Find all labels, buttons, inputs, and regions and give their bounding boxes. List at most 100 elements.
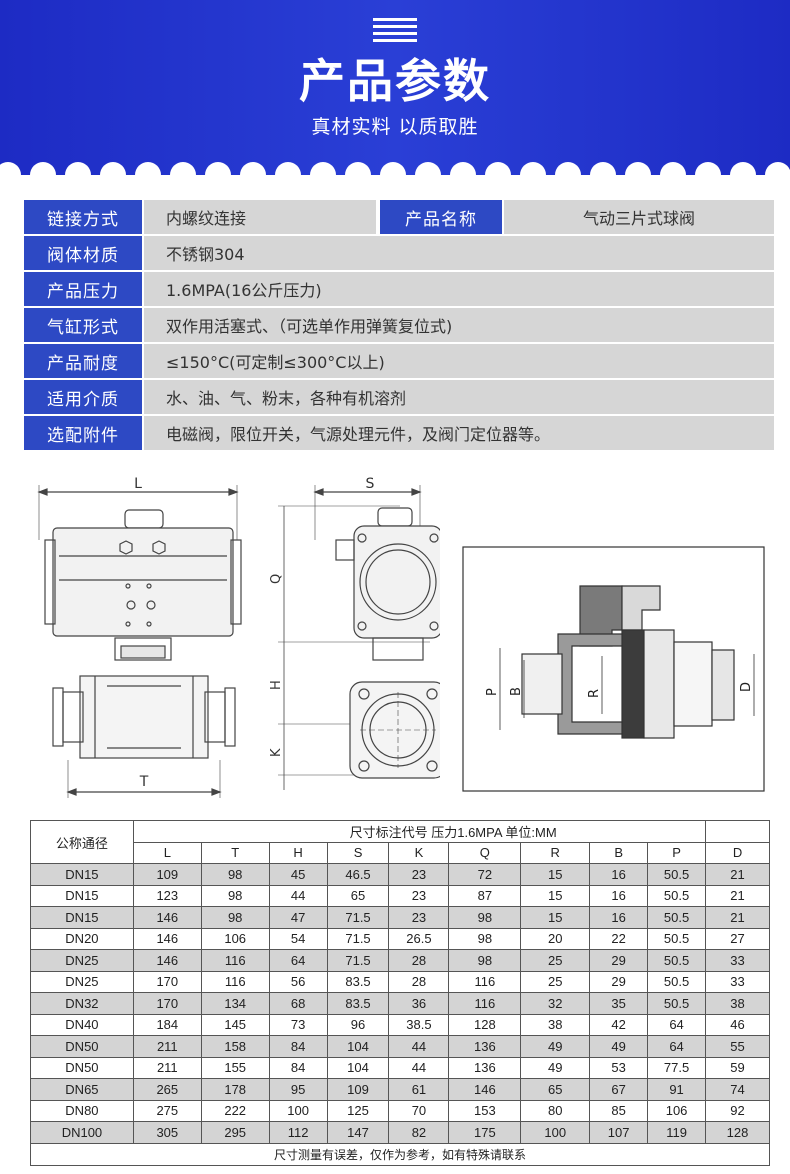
table-cell: 64 bbox=[268, 949, 328, 972]
table-cell: 85 bbox=[589, 1099, 649, 1122]
table-cell: 46.5 bbox=[326, 863, 390, 886]
table-cell: 128 bbox=[448, 1013, 522, 1036]
table-cell: 74 bbox=[705, 1078, 770, 1101]
label-D: D bbox=[739, 682, 754, 692]
table-cell: 104 bbox=[326, 1035, 390, 1058]
column-header: H bbox=[268, 841, 328, 864]
column-header: B bbox=[589, 841, 649, 864]
table-cell: 27 bbox=[705, 927, 770, 950]
table-cell: 96 bbox=[326, 1013, 390, 1036]
table-cell-nominal: DN50 bbox=[30, 1035, 134, 1058]
spec-label: 产品压力 bbox=[24, 272, 142, 306]
table-cell: 146 bbox=[448, 1078, 522, 1101]
scallop-dot bbox=[625, 162, 651, 175]
table-cell: 53 bbox=[589, 1056, 649, 1079]
table-cell-nominal: DN80 bbox=[30, 1099, 134, 1122]
table-cell: 29 bbox=[589, 949, 649, 972]
scallop-dot bbox=[765, 162, 790, 175]
table-cell: 77.5 bbox=[647, 1056, 707, 1079]
column-header: Q bbox=[448, 841, 522, 864]
scallop-dot bbox=[380, 162, 406, 175]
nominal-header: 公称通径 bbox=[30, 820, 134, 864]
spec-label: 链接方式 bbox=[24, 200, 142, 234]
table-cell: 15 bbox=[520, 906, 591, 929]
label-P: P bbox=[485, 688, 500, 696]
table-cell: 146 bbox=[132, 906, 202, 929]
table-cell: 107 bbox=[589, 1121, 649, 1144]
column-header: L bbox=[132, 841, 202, 864]
group-header: 尺寸标注代号 压力1.6MPA 单位:MM bbox=[201, 820, 707, 843]
table-cell-nominal: DN32 bbox=[30, 992, 134, 1015]
spec-row: 链接方式 内螺纹连接 产品名称 气动三片式球阀 bbox=[24, 200, 774, 234]
table-cell: 59 bbox=[705, 1056, 770, 1079]
table-cell: 125 bbox=[326, 1099, 390, 1122]
table-cell: 170 bbox=[132, 970, 202, 993]
table-cell: 72 bbox=[448, 863, 522, 886]
scallop-dot bbox=[660, 162, 686, 175]
table-cell: 46 bbox=[705, 1013, 770, 1036]
table-cell: 15 bbox=[520, 884, 591, 907]
table-cell: 32 bbox=[520, 992, 591, 1015]
label-S: S bbox=[366, 476, 375, 492]
table-cell: 116 bbox=[448, 992, 522, 1015]
table-cell: 21 bbox=[705, 863, 770, 886]
spec-label: 阀体材质 bbox=[24, 236, 142, 270]
table-cell: 25 bbox=[520, 949, 591, 972]
table-cell: 109 bbox=[326, 1078, 390, 1101]
table-cell: 45 bbox=[268, 863, 328, 886]
table-cell: 71.5 bbox=[326, 927, 390, 950]
spec-row: 选配附件 电磁阀，限位开关，气源处理元件，及阀门定位器等。 bbox=[24, 416, 774, 450]
scallop-dot bbox=[695, 162, 721, 175]
table-cell: 84 bbox=[268, 1035, 328, 1058]
table-cell: 65 bbox=[520, 1078, 591, 1101]
table-cell: 67 bbox=[589, 1078, 649, 1101]
table-cell: 147 bbox=[326, 1121, 390, 1144]
column-header: D bbox=[705, 841, 770, 864]
table-cell: 305 bbox=[132, 1121, 202, 1144]
technical-drawings: L T S Q H K bbox=[25, 470, 785, 810]
table-cell: 44 bbox=[388, 1035, 450, 1058]
table-cell: 44 bbox=[388, 1056, 450, 1079]
scallop-dot bbox=[450, 162, 476, 175]
spec-value: 内螺纹连接 bbox=[144, 200, 376, 234]
table-cell: 98 bbox=[200, 863, 270, 886]
column-header: R bbox=[520, 841, 591, 864]
table-cell: 28 bbox=[388, 949, 450, 972]
table-cell: 42 bbox=[589, 1013, 649, 1036]
table-cell: 119 bbox=[647, 1121, 707, 1144]
scallop-dot bbox=[30, 162, 56, 175]
table-cell: 23 bbox=[388, 906, 450, 929]
label-T: T bbox=[139, 774, 149, 790]
column-header: P bbox=[647, 841, 707, 864]
scallop-dot bbox=[65, 162, 91, 175]
table-cell: 112 bbox=[268, 1121, 328, 1144]
spec-label: 选配附件 bbox=[24, 416, 142, 450]
table-cell: 98 bbox=[448, 927, 522, 950]
table-cell: 211 bbox=[132, 1035, 202, 1058]
table-cell: 184 bbox=[132, 1013, 202, 1036]
scallop-dot bbox=[135, 162, 161, 175]
table-cell: 87 bbox=[448, 884, 522, 907]
table-cell: 50.5 bbox=[647, 970, 707, 993]
table-cell: 98 bbox=[200, 906, 270, 929]
table-cell: 136 bbox=[448, 1035, 522, 1058]
table-cell: 23 bbox=[388, 884, 450, 907]
table-cell: 33 bbox=[705, 949, 770, 972]
table-cell: 49 bbox=[520, 1056, 591, 1079]
table-cell: 50.5 bbox=[647, 927, 707, 950]
table-cell-nominal: DN50 bbox=[30, 1056, 134, 1079]
table-note: 尺寸测量有误差，仅作为参考，如有特殊请联系 bbox=[30, 1142, 770, 1166]
spec-row: 产品压力 1.6MPA(16公斤压力) bbox=[24, 272, 774, 306]
table-cell: 84 bbox=[268, 1056, 328, 1079]
table-cell: 295 bbox=[200, 1121, 270, 1144]
menu-lines-icon bbox=[373, 18, 417, 46]
table-cell: 100 bbox=[268, 1099, 328, 1122]
table-cell: 100 bbox=[520, 1121, 591, 1144]
dimension-table: 公称通径 尺寸标注代号 压力1.6MPA 单位:MM L T H S K Q R… bbox=[30, 820, 770, 1166]
table-cell: 38 bbox=[520, 1013, 591, 1036]
column-header: S bbox=[326, 841, 390, 864]
